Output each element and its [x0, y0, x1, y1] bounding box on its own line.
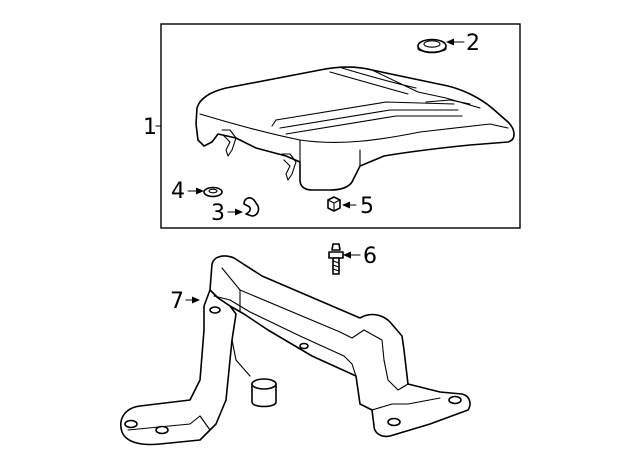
callout-5[interactable]: 5 — [342, 194, 374, 219]
svg-text:2: 2 — [466, 31, 480, 56]
callout-4[interactable]: 4 — [171, 179, 204, 204]
bracket-part-7[interactable] — [120, 255, 471, 446]
callout-7[interactable]: 7 — [170, 289, 200, 314]
callout-1[interactable]: 1 — [143, 115, 162, 140]
svg-text:5: 5 — [360, 194, 374, 219]
callout-2[interactable]: 2 — [446, 31, 480, 56]
svg-text:3: 3 — [211, 201, 225, 226]
arrowhead-6 — [343, 251, 351, 259]
grommet-part-2[interactable] — [417, 38, 447, 54]
arrowhead-4 — [196, 187, 204, 195]
svg-text:7: 7 — [170, 289, 184, 314]
arrowhead-7 — [192, 296, 200, 304]
stud-part-6[interactable] — [328, 243, 344, 275]
washer-part-4[interactable] — [203, 186, 223, 198]
clip-part-3[interactable] — [243, 197, 260, 217]
svg-text:6: 6 — [363, 244, 377, 269]
arrowhead-3 — [235, 208, 243, 216]
svg-text:4: 4 — [171, 179, 185, 204]
svg-text:1: 1 — [143, 115, 157, 140]
callout-6[interactable]: 6 — [343, 244, 377, 269]
callout-3[interactable]: 3 — [211, 201, 243, 226]
arrowhead-2 — [446, 38, 454, 46]
arrowhead-5 — [342, 201, 350, 209]
engine-cover[interactable] — [195, 66, 515, 191]
nut-part-5[interactable] — [327, 196, 341, 212]
